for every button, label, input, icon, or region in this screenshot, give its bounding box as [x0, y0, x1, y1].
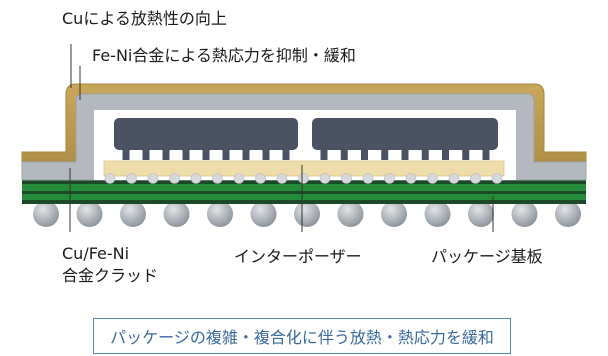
interposer-bumps — [104, 173, 503, 184]
solder-ball — [33, 201, 59, 227]
interposer-bump — [126, 173, 137, 184]
solder-ball — [163, 201, 190, 227]
package-substrate-label: パッケージ基板 — [431, 247, 543, 266]
interposer-bump — [190, 173, 202, 184]
cu-feni-label-line1: Cu/Fe-Ni — [62, 244, 130, 263]
interposer-bump — [169, 173, 180, 184]
chip-bump — [381, 150, 389, 160]
interposer-bump — [276, 173, 288, 184]
solder-ball — [511, 201, 538, 227]
chip-bump — [282, 150, 290, 160]
chip-bump — [340, 150, 348, 160]
caption-text: パッケージの複雑・複合化に伴う放熱・熱応力を緩和 — [110, 328, 494, 347]
chip-bump — [222, 150, 230, 160]
chip-bump — [142, 150, 150, 160]
chip-bump — [122, 150, 130, 160]
interposer-bump — [212, 173, 223, 184]
leader-lines — [69, 44, 494, 232]
cu-feni-label-line2: 合金クラッド — [62, 266, 159, 285]
chip-left — [114, 118, 298, 150]
interposer-bump — [362, 173, 374, 184]
solder-ball — [381, 201, 407, 227]
chip-bump — [242, 150, 250, 160]
solder-ball — [250, 201, 277, 227]
chip-bumps — [122, 150, 490, 160]
interposer-bump — [104, 173, 116, 184]
chip-bump — [162, 150, 170, 160]
interposer-bump — [448, 173, 460, 184]
interposer-bump — [491, 173, 503, 184]
solder-ball — [337, 201, 364, 227]
solder-ball — [207, 201, 233, 227]
chip-bump — [462, 150, 470, 160]
solder-ball — [120, 201, 146, 227]
chip-right — [312, 118, 498, 150]
chip-bump — [421, 150, 429, 160]
solder-ball — [294, 201, 320, 227]
chip-bump — [202, 150, 210, 160]
solder-ball — [555, 201, 581, 227]
chip-bump — [401, 150, 409, 160]
chip-bump — [482, 150, 490, 160]
interposer-bump — [319, 173, 331, 184]
cu-heat-label: Cuによる放熱性の向上 — [62, 9, 227, 28]
interposer-bump — [405, 173, 417, 184]
interposer-bump — [233, 173, 245, 184]
interposer-bump — [147, 173, 159, 184]
solder-ball — [424, 201, 451, 227]
chip-bump — [361, 150, 368, 160]
interposer-bump — [298, 173, 309, 184]
interposer-label: インターポーザー — [234, 247, 362, 266]
chip-bump — [320, 150, 328, 160]
caption-box: パッケージの複雑・複合化に伴う放熱・熱応力を緩和 — [93, 318, 511, 354]
chip-bump — [182, 150, 190, 160]
solder-ball — [468, 201, 494, 227]
interposer-bump — [384, 173, 395, 184]
interposer-bump — [255, 173, 266, 184]
chip-bump — [262, 150, 270, 160]
solder-balls — [33, 201, 581, 227]
interposer-bump — [427, 173, 438, 184]
solder-ball — [76, 201, 103, 227]
interposer-bump — [470, 173, 481, 184]
feni-stress-label: Fe-Ni合金による熱応力を抑制・緩和 — [92, 46, 356, 65]
interposer-bump — [341, 173, 352, 184]
chip-bump — [442, 150, 449, 160]
